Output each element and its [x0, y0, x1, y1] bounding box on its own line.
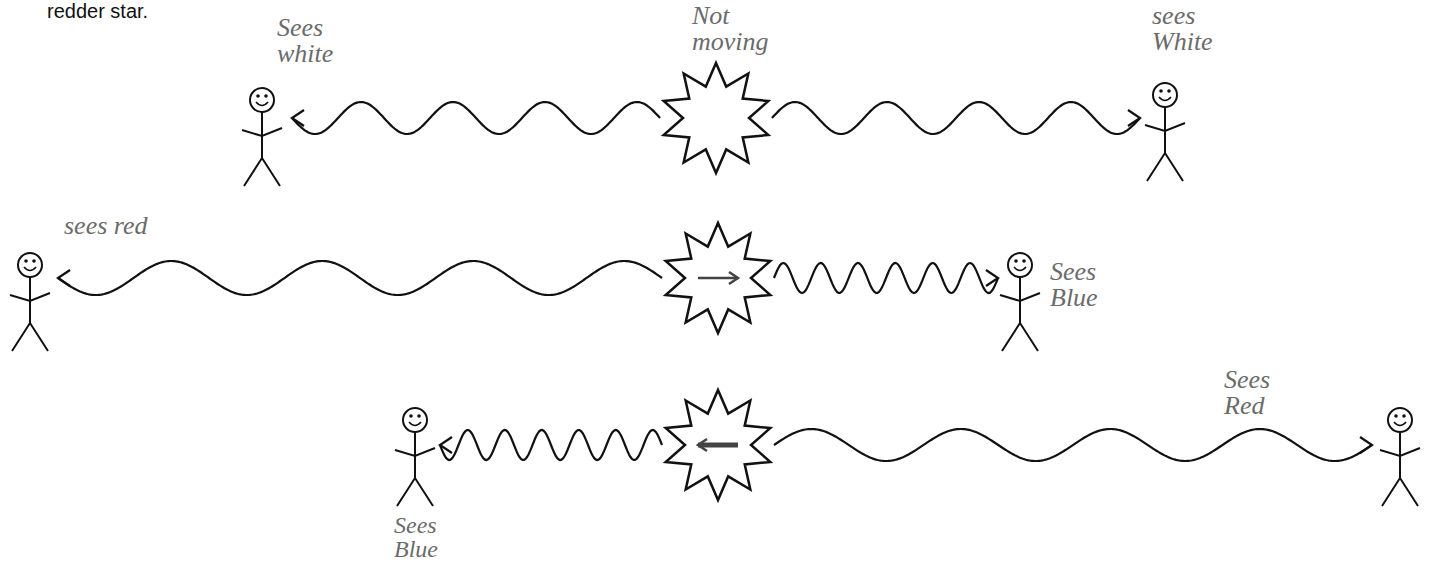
wave-line	[440, 430, 662, 460]
observer-note: Sees white	[275, 14, 335, 68]
light-wave	[774, 429, 1372, 461]
star-outline	[664, 63, 769, 173]
motion-arrow	[698, 443, 738, 448]
figure-limb	[244, 158, 280, 186]
star-outline	[666, 223, 771, 333]
figure-eye	[1159, 89, 1163, 93]
wave-arrowhead	[292, 110, 304, 126]
figure-limb	[1147, 153, 1183, 181]
caption-fragment: redder star.	[45, 0, 150, 22]
figure-eye	[264, 94, 268, 98]
figure-smile	[1014, 267, 1026, 271]
figure-eye	[1394, 414, 1398, 418]
star-outline	[666, 390, 771, 500]
figure-limb	[10, 293, 50, 301]
star	[664, 63, 769, 173]
figure-eye	[1167, 89, 1171, 93]
figure-smile	[1394, 422, 1406, 426]
star-state-note: Not moving	[690, 2, 771, 56]
observer-note: sees White	[1150, 2, 1215, 56]
observer-note: Sees Blue	[392, 512, 440, 562]
light-wave	[774, 263, 998, 293]
figure-eye	[417, 414, 421, 418]
wave-line	[772, 102, 1140, 134]
wave-line	[58, 261, 662, 295]
figure-head	[403, 408, 427, 432]
wave-arrowhead	[986, 270, 998, 286]
stick-figure	[1380, 408, 1420, 506]
wave-line	[292, 102, 660, 134]
figure-limb	[395, 448, 435, 456]
wave-arrowhead	[58, 270, 70, 286]
figure-head	[18, 253, 42, 277]
figure-smile	[256, 102, 268, 106]
observer-note: Sees Blue	[1048, 258, 1100, 312]
stick-figure	[1000, 253, 1040, 351]
figure-eye	[1402, 414, 1406, 418]
light-wave	[772, 102, 1140, 134]
wave-line	[774, 429, 1372, 461]
motion-arrow	[698, 277, 738, 280]
observer-note: sees red	[62, 212, 150, 240]
figure-limb	[1145, 123, 1185, 131]
figure-eye	[409, 414, 413, 418]
wave-arrowhead	[1128, 110, 1140, 126]
figure-limb	[1000, 293, 1040, 301]
stick-figure	[10, 253, 50, 351]
wave-arrowhead	[440, 437, 452, 453]
wave-arrowhead	[1360, 437, 1372, 453]
figure-eye	[1022, 259, 1026, 263]
wave-line	[774, 263, 998, 293]
light-wave	[440, 430, 662, 460]
star	[666, 223, 771, 333]
figure-head	[1153, 83, 1177, 107]
figure-limb	[12, 323, 48, 351]
motion-arrowhead	[698, 439, 707, 451]
observer-note: Sees Red	[1222, 366, 1272, 420]
figure-limb	[242, 128, 282, 136]
figure-limb	[1382, 478, 1418, 506]
stick-figure	[1145, 83, 1185, 181]
star	[666, 390, 771, 500]
figure-eye	[256, 94, 260, 98]
figure-eye	[24, 259, 28, 263]
figure-head	[1008, 253, 1032, 277]
light-wave	[58, 261, 662, 295]
light-wave	[292, 102, 660, 134]
figure-smile	[1159, 97, 1171, 101]
figure-smile	[409, 422, 421, 426]
figure-head	[250, 88, 274, 112]
stick-figure	[242, 88, 282, 186]
figure-eye	[32, 259, 36, 263]
figure-limb	[1002, 323, 1038, 351]
figure-limb	[397, 478, 433, 506]
figure-head	[1388, 408, 1412, 432]
figure-eye	[1014, 259, 1018, 263]
figure-limb	[1380, 448, 1420, 456]
figure-smile	[24, 267, 36, 271]
stick-figure	[395, 408, 435, 506]
motion-arrowhead	[729, 272, 738, 284]
